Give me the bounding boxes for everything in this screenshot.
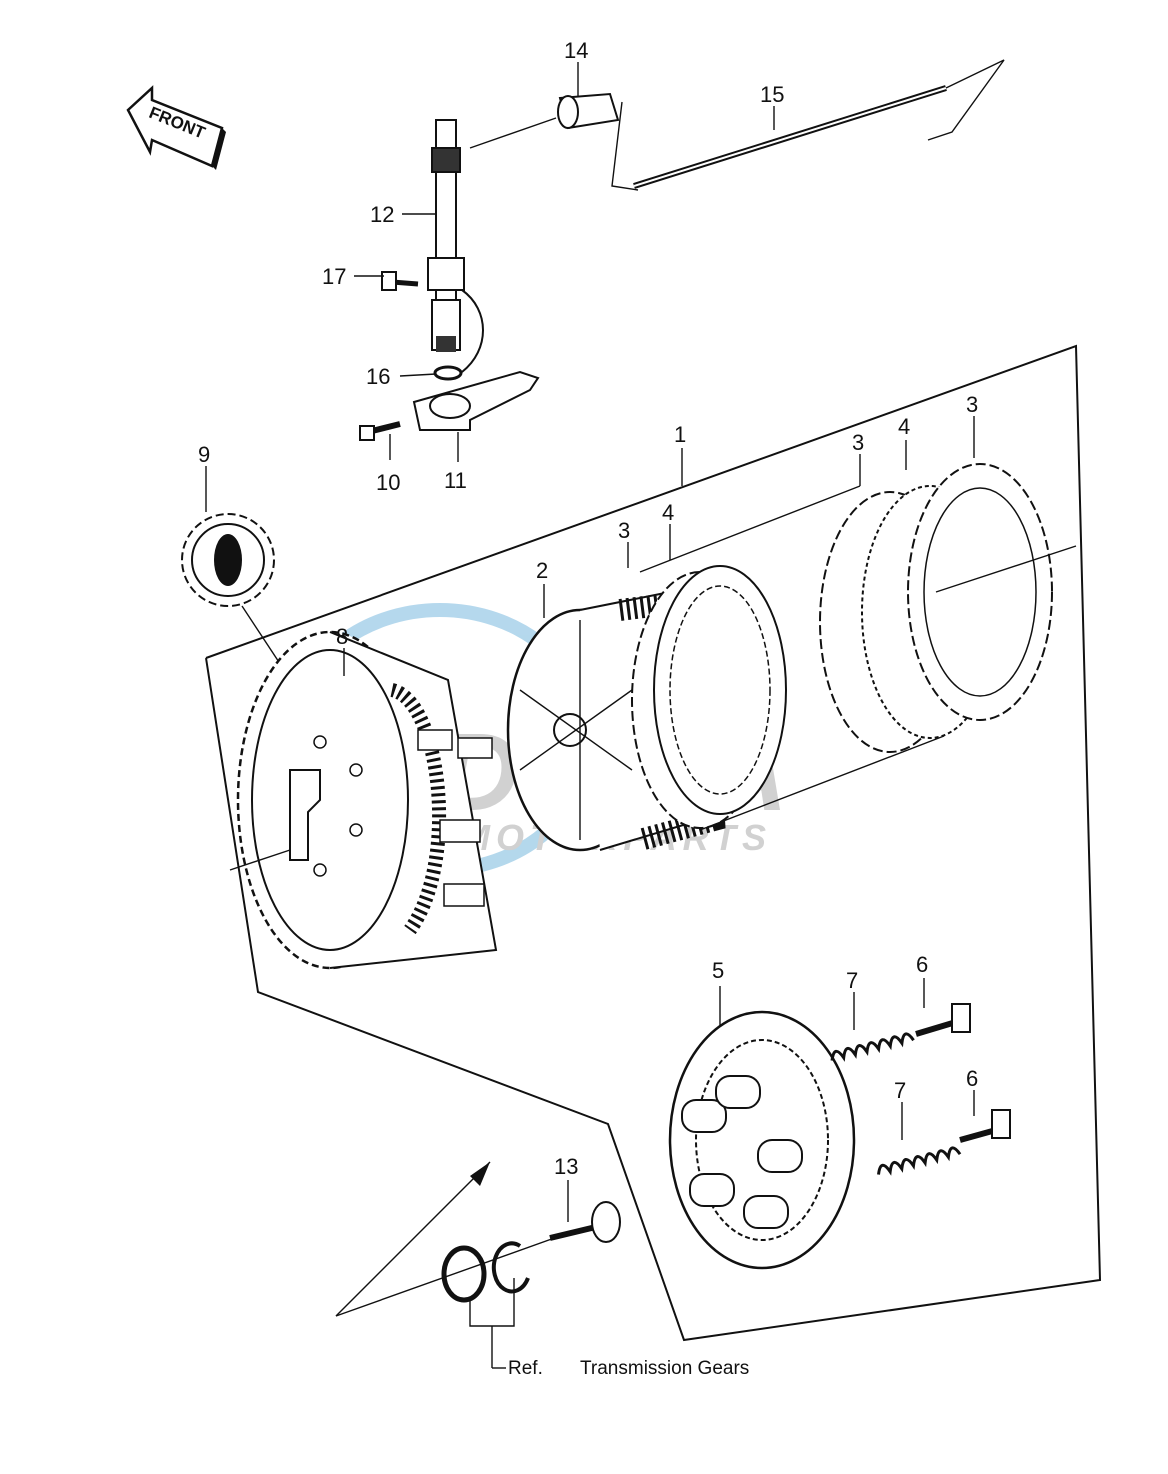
- callout-4-a: 4: [662, 500, 674, 525]
- leader-lines: [205, 62, 975, 1222]
- callout-6-b: 6: [966, 1066, 978, 1091]
- clutch-housing-8: [229, 630, 498, 970]
- ref-label: Ref.: [508, 1358, 543, 1379]
- callout-7-a: 7: [846, 968, 858, 993]
- plates-right: [639, 463, 1077, 831]
- pressure-plate-5: [668, 1010, 856, 1270]
- callout-10: 10: [376, 470, 400, 495]
- front-arrow-icon: FRONT: [126, 85, 226, 170]
- callout-15: 15: [760, 82, 784, 107]
- callout-1: 1: [674, 422, 686, 447]
- callout-3-b: 3: [852, 430, 864, 455]
- release-shaft-assembly: [359, 59, 1005, 441]
- callout-12: 12: [370, 202, 394, 227]
- callout-3-a: 3: [618, 518, 630, 543]
- reference-note: Ref. Transmission Gears: [508, 1358, 749, 1379]
- plates-middle: [631, 565, 787, 829]
- callout-9: 9: [198, 442, 210, 467]
- callout-6-a: 6: [916, 952, 928, 977]
- callout-7-b: 7: [894, 1078, 906, 1103]
- callout-14: 14: [564, 38, 588, 63]
- callout-4-b: 4: [898, 414, 910, 439]
- callout-5: 5: [712, 958, 724, 983]
- callout-3-c: 3: [966, 392, 978, 417]
- gear-9: [181, 513, 297, 689]
- ref-transmission-gears: Transmission Gears: [580, 1358, 749, 1379]
- springs-and-bolts: [830, 1003, 1011, 1176]
- assembly-boundary: [205, 344, 1102, 1342]
- callout-13: 13: [554, 1154, 578, 1179]
- callout-17: 17: [322, 264, 346, 289]
- callout-2: 2: [536, 558, 548, 583]
- callout-16: 16: [366, 364, 390, 389]
- callout-8: 8: [336, 624, 348, 649]
- callout-labels: 1 2 3 4 3 4 3 9 8 5 7 6 7 6 13 14 15 12 …: [198, 38, 978, 1179]
- pushrod-13-and-washers: [335, 1161, 621, 1369]
- callout-11: 11: [444, 468, 467, 493]
